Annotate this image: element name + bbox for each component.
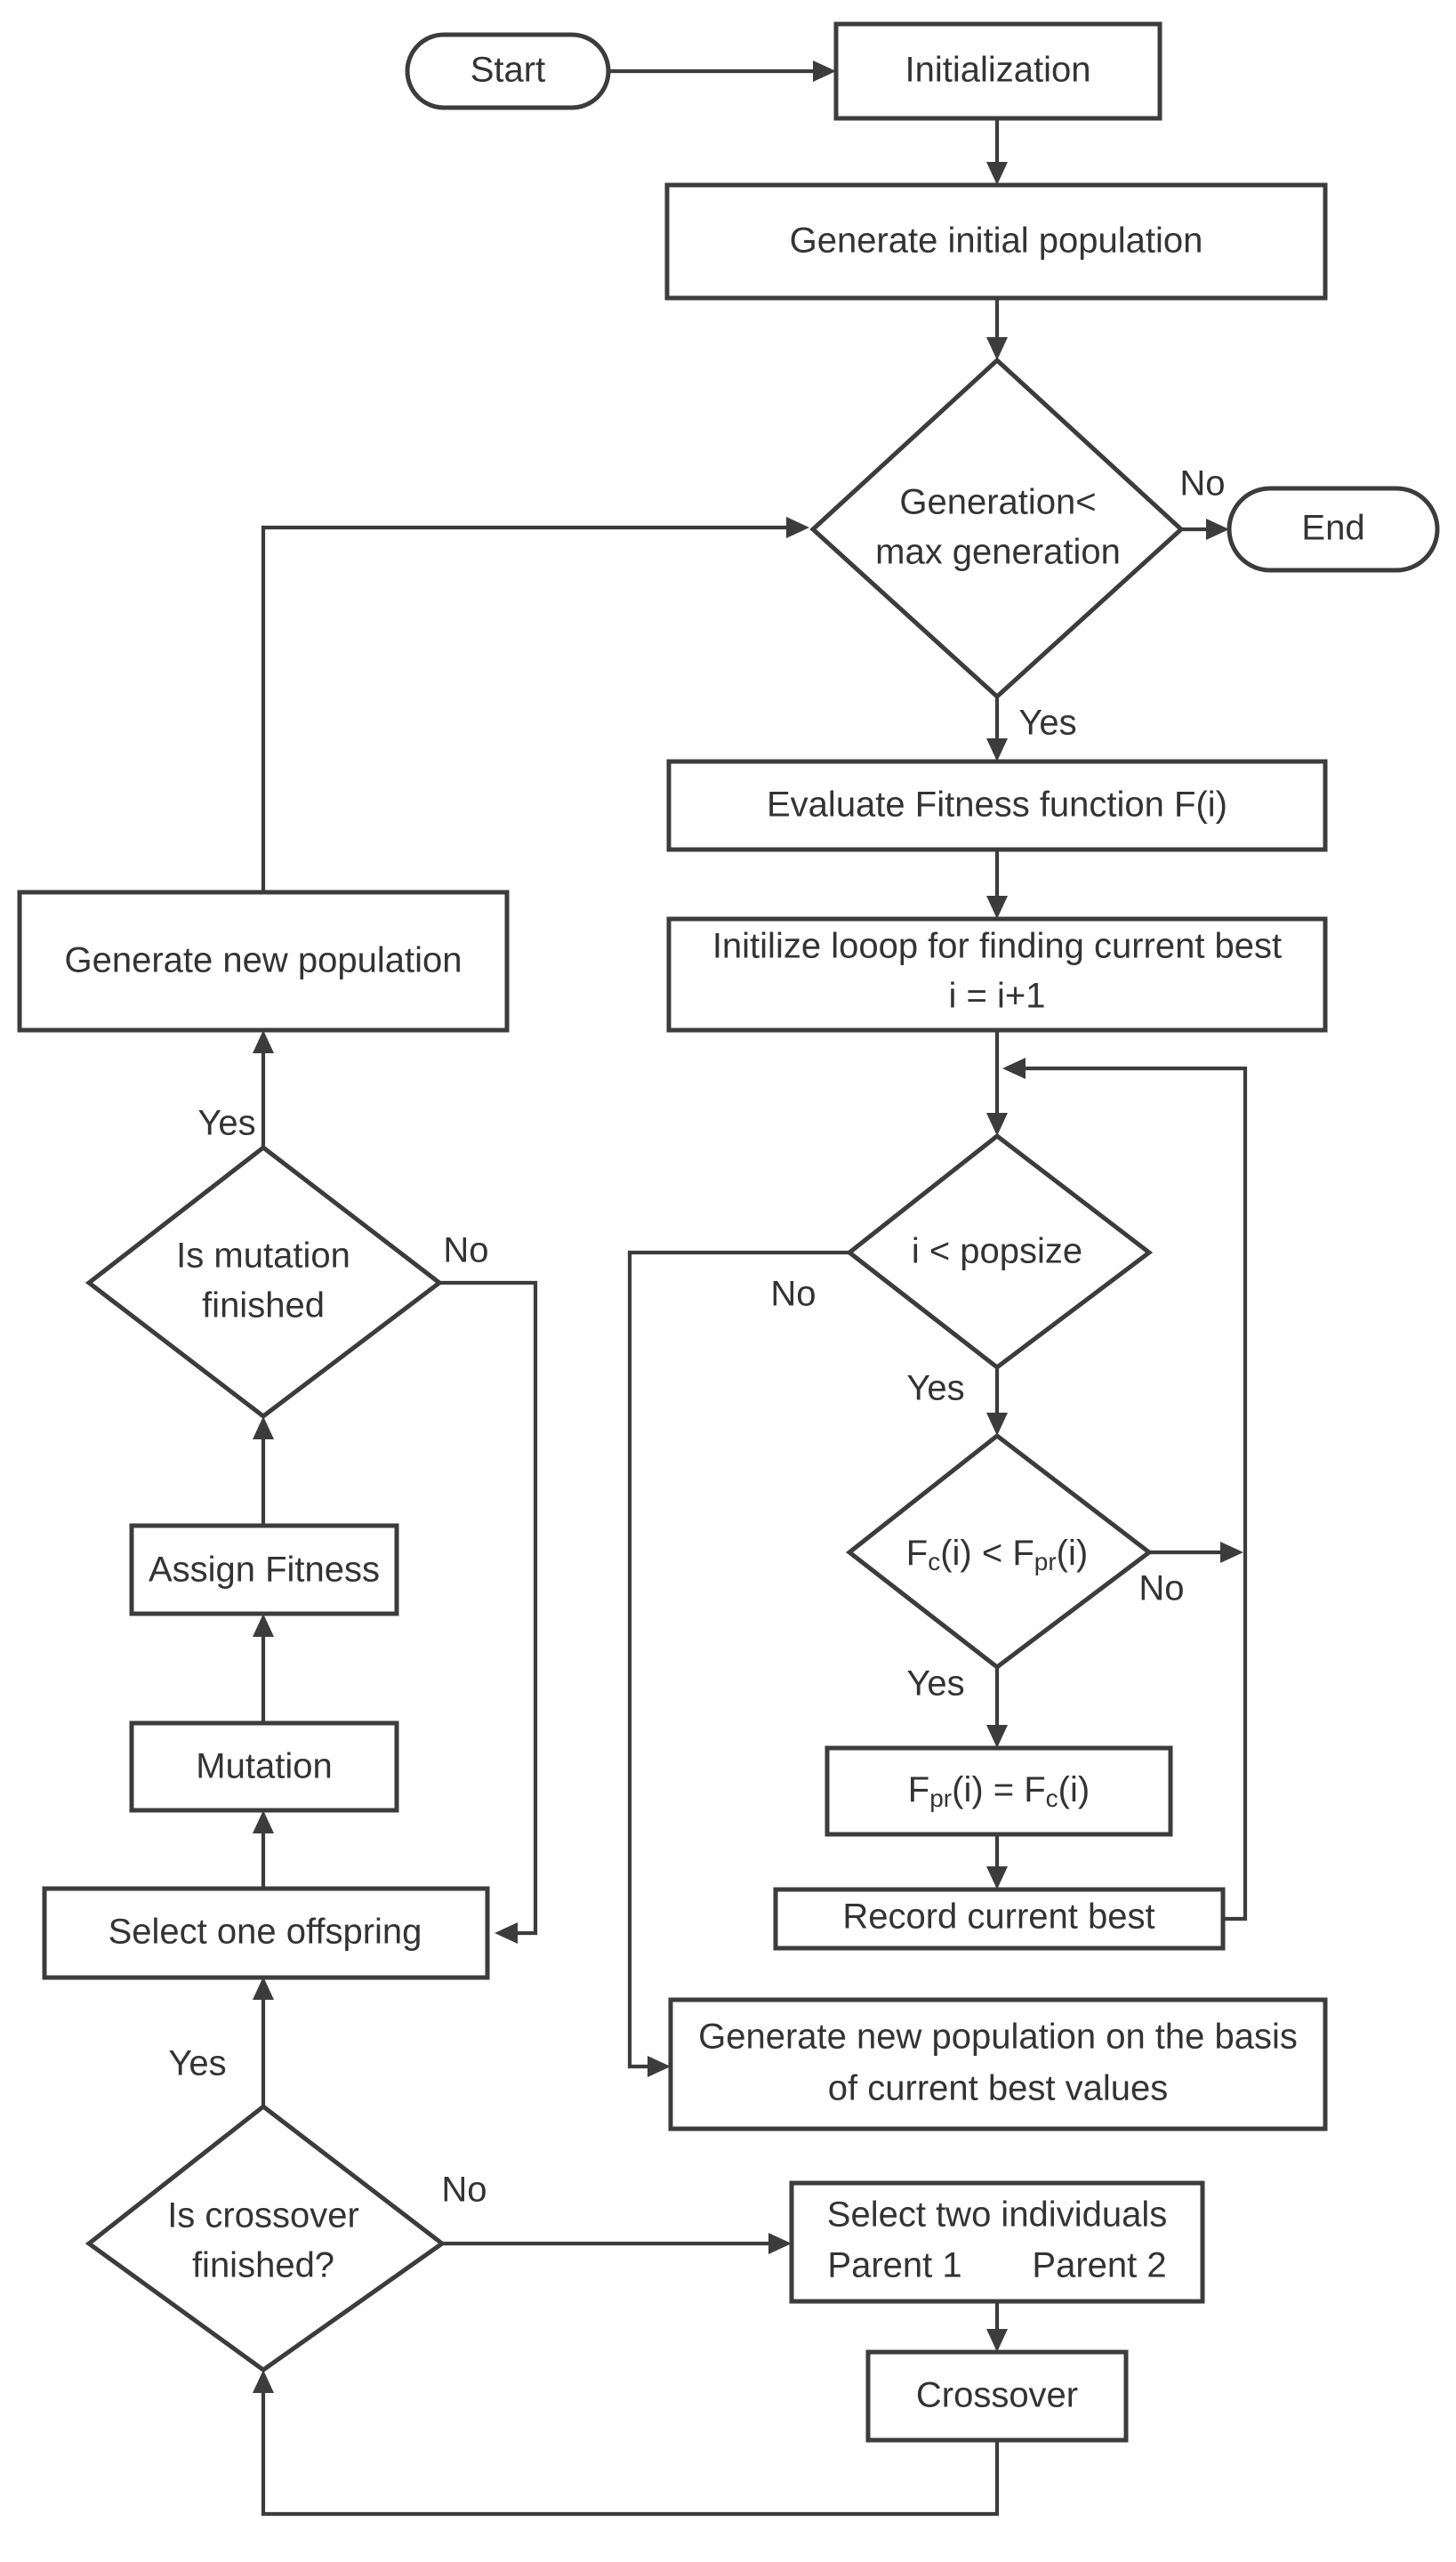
crossover-decision-line1: Is crossover — [167, 2196, 359, 2236]
crossover-decision-line2: finished? — [192, 2246, 334, 2285]
arrowhead — [1002, 1058, 1026, 1079]
initialization-label: Initialization — [905, 51, 1090, 90]
edge-record-loopback — [1022, 1066, 1248, 1922]
select-two-parent2: Parent 2 — [1032, 2246, 1166, 2285]
initialization-box: Initialization — [833, 21, 1162, 121]
arrowhead — [253, 1614, 274, 1637]
mutation-decision-line1: Is mutation — [176, 1237, 350, 1276]
start-label: Start — [471, 51, 545, 90]
arrowhead — [986, 1413, 1008, 1436]
generate-new-basis-line1: Generate new population on the basis — [698, 2018, 1298, 2057]
generation-no-label: No — [1179, 464, 1225, 504]
edge-crossover-loopback — [261, 2389, 1000, 2517]
generate-new-population-label: Generate new population — [65, 941, 463, 980]
end-label: End — [1301, 509, 1364, 548]
generate-new-basis-line2: of current best values — [828, 2069, 1168, 2108]
arrowhead — [813, 60, 836, 82]
arrowhead — [1206, 519, 1229, 540]
crossover-label: Crossover — [916, 2376, 1078, 2415]
generation-decision-line2: max generation — [875, 533, 1121, 572]
mutation-decision: Is mutation finished — [84, 1144, 444, 1420]
select-two-parent1: Parent 1 — [827, 2246, 961, 2285]
evaluate-fitness-label: Evaluate Fitness function F(i) — [767, 786, 1227, 825]
crossover-decision: Is crossover finished? — [84, 2103, 446, 2373]
arrowhead — [1220, 1542, 1243, 1563]
arrowhead — [986, 1725, 1008, 1748]
arrowhead — [253, 1030, 274, 1053]
assign-best-label: Fpr(i) = Fc(i) — [908, 1770, 1090, 1813]
arrowhead — [495, 1922, 518, 1944]
arrowhead — [986, 1866, 1008, 1889]
arrowhead — [986, 162, 1008, 185]
init-loop-box: Initilize looop for finding current best… — [666, 916, 1328, 1033]
assign-fitness-label: Assign Fitness — [149, 1551, 380, 1590]
init-loop-line2: i = i+1 — [949, 977, 1046, 1016]
arrowhead — [786, 517, 809, 538]
arrowhead — [253, 1810, 274, 1833]
fitness-compare-decision: Fc(i) < Fpr(i) — [845, 1432, 1154, 1671]
edge-popsize-no-to-generate-basis — [627, 1250, 849, 2069]
start-terminal: Start — [405, 32, 611, 110]
fitness-compare-label: Fc(i) < Fpr(i) — [906, 1534, 1088, 1576]
init-loop-line1: Initilize looop for finding current best — [712, 927, 1282, 966]
arrowhead — [986, 896, 1008, 919]
generate-initial-population-box: Generate initial population — [664, 182, 1328, 301]
select-offspring-label: Select one offspring — [109, 1913, 422, 1952]
select-two-line1: Select two individuals — [827, 2195, 1167, 2235]
generate-new-basis-box: Generate new population on the basis of … — [668, 1997, 1328, 2131]
assign-best-box: Fpr(i) = Fc(i) — [825, 1745, 1173, 1837]
arrowhead — [253, 1977, 274, 2000]
generation-decision: Generation< max generation — [809, 357, 1185, 700]
end-terminal: End — [1227, 486, 1440, 573]
generation-yes-label: Yes — [1018, 704, 1076, 743]
arrowhead — [986, 1113, 1008, 1136]
mutation-yes-label: Yes — [197, 1104, 255, 1143]
record-best-label: Record current best — [842, 1897, 1154, 1937]
edge-labels: No Yes No Yes No Yes Yes No Yes No — [168, 464, 1225, 2210]
assign-fitness-box: Assign Fitness — [129, 1523, 399, 1616]
generate-new-population-box: Generate new population — [17, 890, 510, 1033]
edge-mutation-no-to-offspring — [439, 1280, 538, 1936]
crossover-box: Crossover — [865, 2349, 1129, 2443]
crossover-yes-label: Yes — [168, 2044, 226, 2083]
mutation-decision-line2: finished — [202, 1286, 325, 1325]
arrowhead — [253, 2370, 274, 2393]
compare-yes-label: Yes — [906, 1664, 964, 1704]
edge-new-population-loopback — [261, 525, 790, 892]
select-two-box: Select two individuals Parent 1 Parent 2 — [789, 2180, 1205, 2304]
arrowhead — [768, 2233, 792, 2254]
arrowhead — [986, 738, 1008, 761]
mutation-box: Mutation — [129, 1720, 399, 1813]
crossover-no-label: No — [441, 2171, 487, 2210]
mutation-no-label: No — [443, 1231, 488, 1270]
popsize-decision-label: i < popsize — [912, 1232, 1082, 1271]
generation-decision-line1: Generation< — [899, 483, 1096, 522]
select-offspring-box: Select one offspring — [42, 1886, 490, 1980]
popsize-decision: i < popsize — [845, 1132, 1154, 1371]
arrowhead — [986, 2329, 1008, 2352]
record-best-box: Record current best — [773, 1887, 1226, 1951]
connectors — [253, 60, 1248, 2517]
popsize-no-label: No — [770, 1275, 816, 1314]
arrowhead — [986, 337, 1008, 360]
arrowhead — [648, 2056, 671, 2077]
arrowhead — [253, 1416, 274, 1439]
generate-initial-label: Generate initial population — [790, 222, 1203, 261]
evaluate-fitness-box: Evaluate Fitness function F(i) — [666, 759, 1328, 852]
popsize-yes-label: Yes — [906, 1369, 964, 1408]
compare-no-label: No — [1138, 1569, 1184, 1608]
mutation-label: Mutation — [196, 1747, 332, 1786]
